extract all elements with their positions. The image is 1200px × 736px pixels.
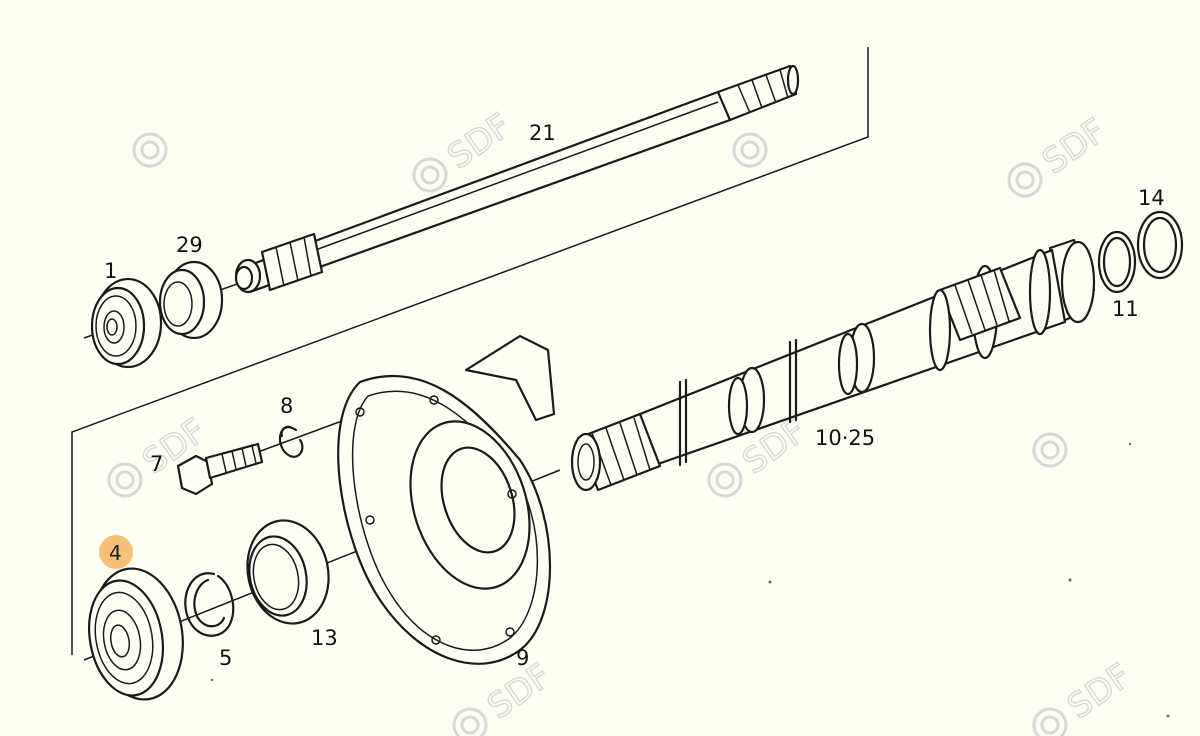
- speckle-dots: [210, 442, 1170, 718]
- watermark-logo-icon: SDF: [452, 655, 559, 736]
- callout-10-25: 10·25: [815, 426, 875, 450]
- callout-highlight-marker[interactable]: [99, 535, 133, 569]
- circlip-part-8: [278, 425, 304, 458]
- callout-1: 1: [104, 259, 117, 283]
- bearing-part-1: [90, 277, 163, 369]
- callout-11: 11: [1112, 297, 1139, 321]
- callout-13: 13: [311, 626, 338, 650]
- callout-4: 4: [109, 541, 122, 565]
- shaft-part-21: [234, 64, 800, 294]
- ring-part-29: [158, 260, 224, 340]
- callout-21: 21: [529, 121, 556, 145]
- snap-ring-part-11: [1097, 230, 1137, 294]
- callout-7: 7: [150, 452, 163, 476]
- shaft-part-10-25: [570, 238, 1096, 492]
- watermark-text: SDF: [1035, 111, 1113, 182]
- bolt-part-7: [176, 442, 264, 496]
- axis-line-bolt: [257, 417, 351, 453]
- housing-part-9: [337, 334, 556, 665]
- callout-14: 14: [1138, 186, 1165, 210]
- watermark-logo-icon: SDF: [1007, 110, 1114, 198]
- watermark-logo-icon: [732, 132, 768, 168]
- snap-ring-part-5: [184, 572, 235, 637]
- watermark-text: SDF: [440, 106, 518, 177]
- assembly-frame: [71, 47, 869, 655]
- callout-5: 5: [219, 646, 232, 670]
- seal-part-13: [246, 519, 330, 625]
- watermark-text: SDF: [1060, 656, 1138, 727]
- watermark-logo-icon: SDF: [1032, 655, 1139, 736]
- watermark-logo-icon: [132, 132, 168, 168]
- bearing-part-4: [88, 567, 184, 701]
- callout-9: 9: [516, 646, 529, 670]
- snap-ring-part-14: [1136, 210, 1184, 280]
- callout-8: 8: [280, 394, 293, 418]
- callout-29: 29: [176, 233, 203, 257]
- watermark-logo-icon: [1032, 432, 1068, 468]
